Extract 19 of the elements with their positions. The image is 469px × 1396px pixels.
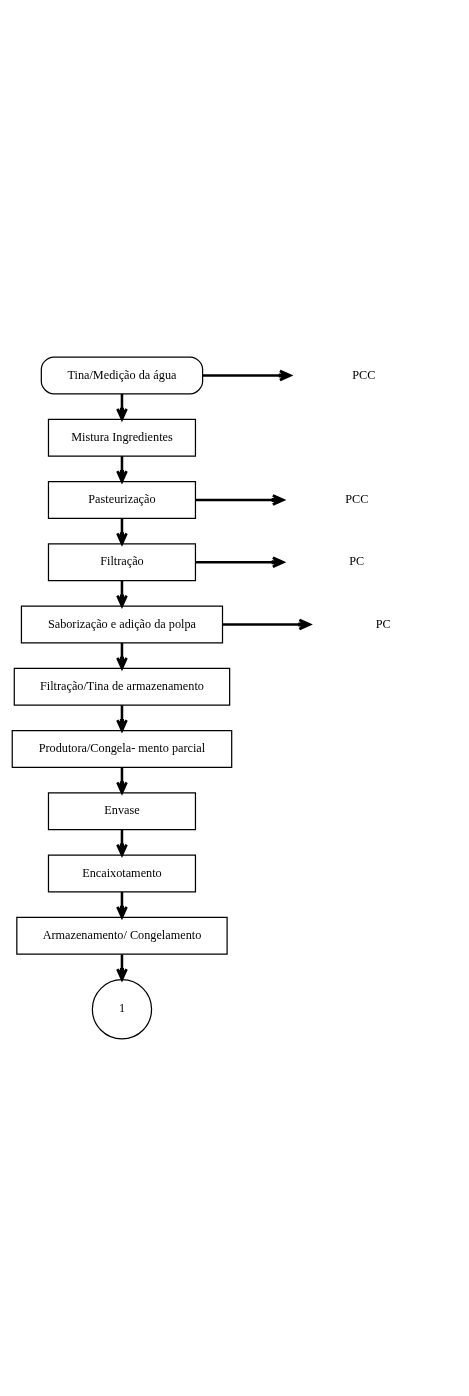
node-box: Filtração (47, 543, 197, 582)
node-box: Produtora/Congela- mento parcial (11, 730, 233, 768)
node-circle: 1 (91, 979, 153, 1040)
node-text: PCC (352, 367, 376, 382)
node-box: Encaixotamento (47, 854, 197, 893)
node-box: Envase (47, 792, 197, 831)
node-box: Pasteurização (47, 481, 197, 519)
node-box: Tina/Medição da água (40, 356, 204, 395)
node-box: Saborização e adição da polpa (20, 605, 224, 644)
node-text: PC (375, 616, 391, 631)
node-box: Mistura Ingredientes (47, 418, 197, 457)
node-box: Filtração/Tina de armazenamento (13, 667, 231, 706)
node-text: PCC (345, 492, 369, 507)
node-box: Armazenamento/ Congelamento (16, 916, 228, 955)
arrow (195, 494, 285, 506)
node-text: PC (349, 554, 365, 569)
arrow (195, 556, 285, 569)
arrow (223, 618, 311, 631)
arrow (202, 369, 292, 382)
